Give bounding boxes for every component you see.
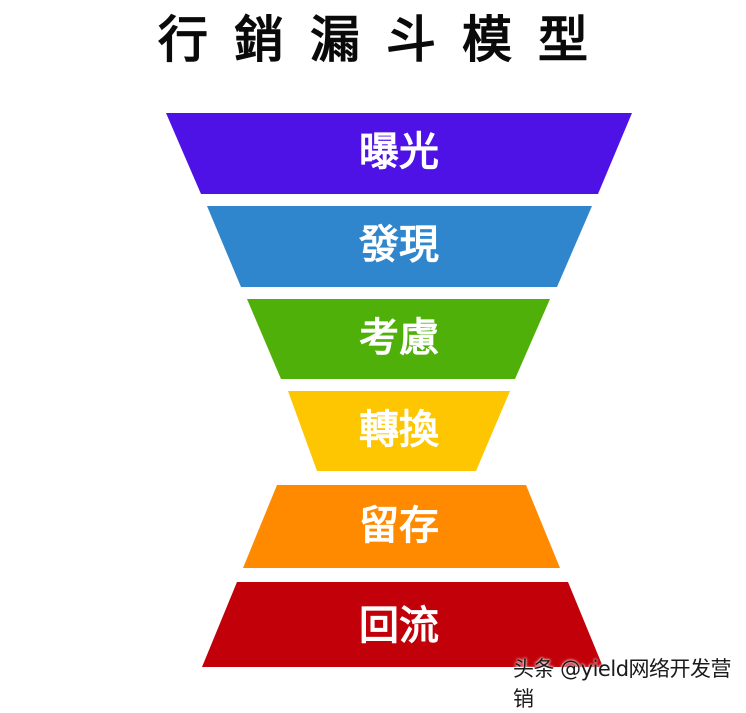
funnel-stage-consideration: 考慮 [247, 299, 550, 379]
stage-label: 轉換 [359, 407, 440, 453]
stage-band [243, 485, 560, 568]
funnel-stage-discovery: 發現 [207, 206, 592, 287]
stage-band [207, 206, 592, 287]
stage-label: 回流 [359, 603, 439, 649]
funnel-stage-return: 回流 [202, 582, 603, 667]
stage-label: 發現 [358, 222, 439, 268]
stage-band [247, 299, 550, 379]
stage-label: 留存 [359, 503, 439, 549]
stage-label: 考慮 [359, 315, 439, 361]
stage-band [288, 391, 510, 471]
funnel-stage-retention: 留存 [243, 485, 560, 568]
stage-label: 曝光 [359, 129, 439, 175]
funnel-stage-conversion: 轉換 [288, 391, 510, 471]
stage-band [166, 113, 632, 194]
watermark-text: 头条 @yield网络开发营销 [513, 657, 732, 711]
diagram-title: 行銷漏斗模型 [158, 11, 614, 69]
funnel-stage-exposure: 曝光 [166, 113, 632, 194]
marketing-funnel: 曝光 發現 考慮 轉換 留存 回流 [166, 113, 632, 667]
stage-band [202, 582, 603, 667]
